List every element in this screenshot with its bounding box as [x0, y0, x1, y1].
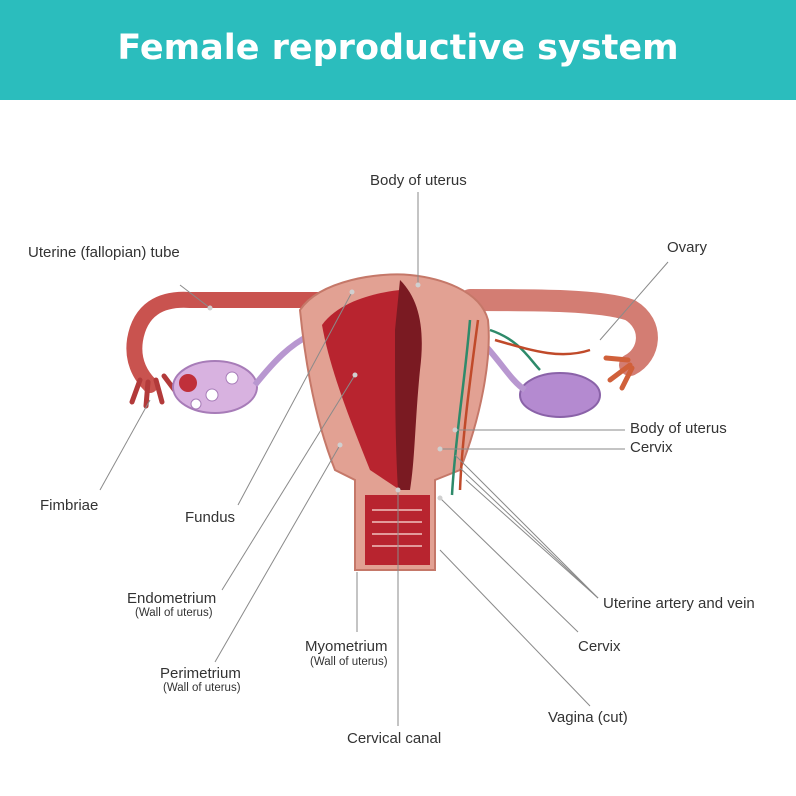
- label-perimetrium: Perimetrium: [160, 665, 241, 682]
- label-endometrium-sub: (Wall of uterus): [135, 607, 213, 619]
- label-fundus: Fundus: [185, 509, 236, 526]
- leader-lines: [99, 192, 669, 726]
- label-ovary: Ovary: [667, 239, 708, 256]
- label-perimetrium-sub: (Wall of uterus): [163, 682, 241, 694]
- left-fimbriae: [129, 373, 179, 409]
- label-uterine-artery-vein: Uterine artery and vein: [603, 595, 755, 612]
- label-cervix-lower: Cervix: [578, 638, 621, 655]
- label-endometrium: Endometrium: [127, 590, 217, 607]
- left-ligament: [252, 332, 312, 387]
- right-fimbriae: [603, 355, 635, 391]
- right-ovary: [519, 372, 601, 418]
- label-cervical-canal: Cervical canal: [347, 730, 442, 747]
- label-body-of-uterus-top: Body of uterus: [370, 172, 467, 189]
- label-fimbriae: Fimbriae: [40, 497, 99, 514]
- label-uterine-tube: Uterine (fallopian) tube: [28, 244, 180, 261]
- label-body-of-uterus-right: Body of uterus: [630, 420, 727, 437]
- uterine-artery: [450, 319, 541, 496]
- uterus-cut-surface: [322, 290, 410, 490]
- left-fallopian-tube: [126, 291, 328, 393]
- title-banner: Female reproductive system: [0, 0, 796, 100]
- uterine-vein: [458, 319, 591, 491]
- label-vagina: Vagina (cut): [548, 709, 628, 726]
- right-fallopian-tube: [459, 289, 658, 376]
- page-title: Female reproductive system: [117, 28, 679, 68]
- label-cervix-right: Cervix: [630, 439, 673, 456]
- label-myometrium: Myometrium: [305, 638, 388, 655]
- endometrium-layer: [395, 280, 422, 490]
- label-myometrium-sub: (Wall of uterus): [310, 656, 388, 668]
